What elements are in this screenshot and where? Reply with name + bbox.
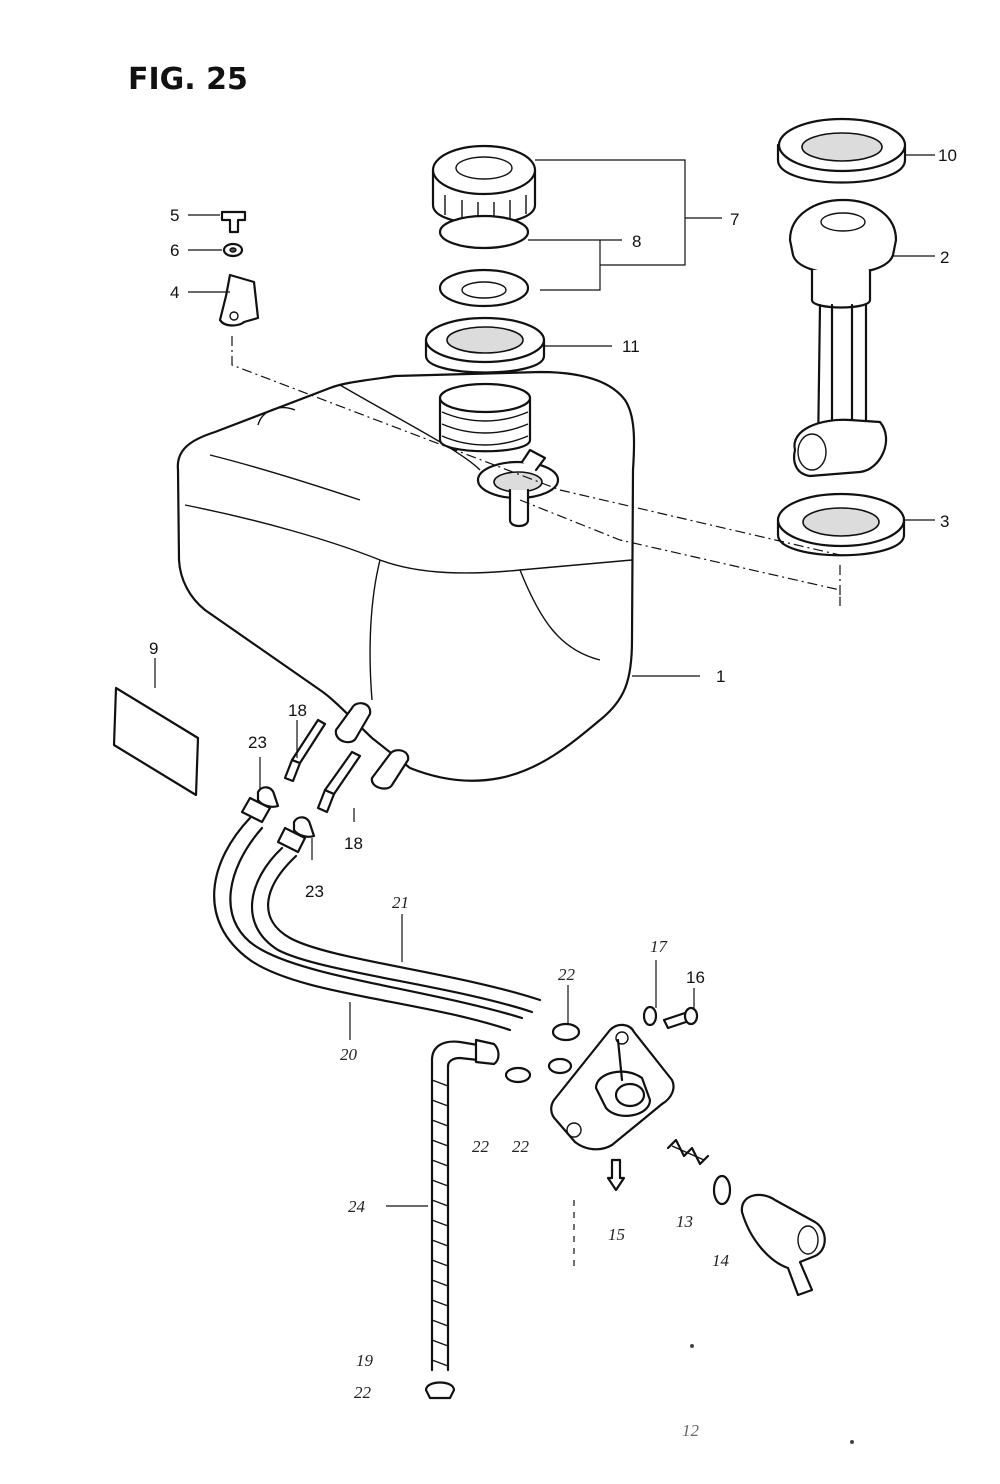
callout-22-a: 22 — [558, 965, 576, 984]
callout-23-upper: 23 — [248, 733, 267, 752]
callout-5: 5 — [170, 206, 179, 225]
valve-screw — [662, 1006, 699, 1030]
callout-9: 9 — [149, 639, 158, 658]
joint-lower — [316, 750, 362, 814]
gauge-cap-ring — [776, 117, 907, 184]
callouts: 1 2 3 4 5 6 7 8 9 10 11 12 13 14 15 16 1… — [149, 146, 957, 1440]
tank-outlets — [334, 702, 410, 790]
callout-10: 10 — [938, 146, 957, 165]
callout-15: 15 — [608, 1225, 625, 1244]
breather-hose — [424, 1038, 500, 1400]
callout-22-c: 22 — [512, 1137, 530, 1156]
leader-lines — [154, 154, 935, 1207]
fuel-tank — [176, 370, 636, 782]
bolt — [220, 210, 247, 234]
tank-bracket — [218, 273, 260, 327]
callout-22-d: 22 — [354, 1383, 372, 1402]
figure-title: FIG. 25 — [128, 62, 248, 97]
callout-23-lower: 23 — [305, 882, 324, 901]
callout-17: 17 — [650, 937, 669, 956]
callout-24: 24 — [348, 1197, 366, 1216]
callout-1: 1 — [716, 667, 725, 686]
gauge-alignment-line — [519, 499, 841, 606]
stray-dot — [690, 1344, 694, 1348]
callout-22-b: 22 — [472, 1137, 490, 1156]
callout-13: 13 — [676, 1212, 693, 1231]
valve-screw-washer — [642, 1005, 658, 1027]
callout-20: 20 — [340, 1045, 358, 1064]
joint-upper — [283, 718, 327, 783]
hose-clamps — [504, 1022, 581, 1084]
tank-pad — [112, 686, 200, 797]
washer — [222, 242, 244, 258]
callout-19: 19 — [356, 1351, 374, 1370]
filler-ring — [424, 316, 546, 374]
callout-4: 4 — [170, 283, 179, 302]
callout-8: 8 — [632, 232, 641, 251]
callout-18-lower: 18 — [344, 834, 363, 853]
fuel-hose-20 — [213, 796, 524, 1032]
callout-3: 3 — [940, 512, 949, 531]
callout-14: 14 — [712, 1251, 730, 1270]
bracket-alignment-line — [231, 336, 841, 556]
callout-7: 7 — [730, 210, 739, 229]
valve-spring — [666, 1138, 710, 1166]
fuel-hose-21 — [251, 826, 542, 1014]
stray-dot — [850, 1440, 854, 1444]
fuel-cap — [431, 144, 537, 225]
fuel-valve — [550, 1023, 675, 1192]
filler-neck — [438, 382, 532, 453]
callout-18-upper: 18 — [288, 701, 307, 720]
callout-11: 11 — [622, 337, 640, 356]
fuel-gauge — [788, 198, 898, 478]
callout-12: 12 — [682, 1421, 700, 1440]
callout-16: 16 — [686, 968, 705, 987]
callout-21: 21 — [392, 893, 409, 912]
valve-lever — [740, 1193, 826, 1297]
callout-6: 6 — [170, 241, 179, 260]
callout-2: 2 — [940, 248, 949, 267]
valve-o-ring — [712, 1174, 732, 1206]
gauge-gasket — [776, 492, 906, 557]
cap-gaskets — [438, 214, 530, 308]
